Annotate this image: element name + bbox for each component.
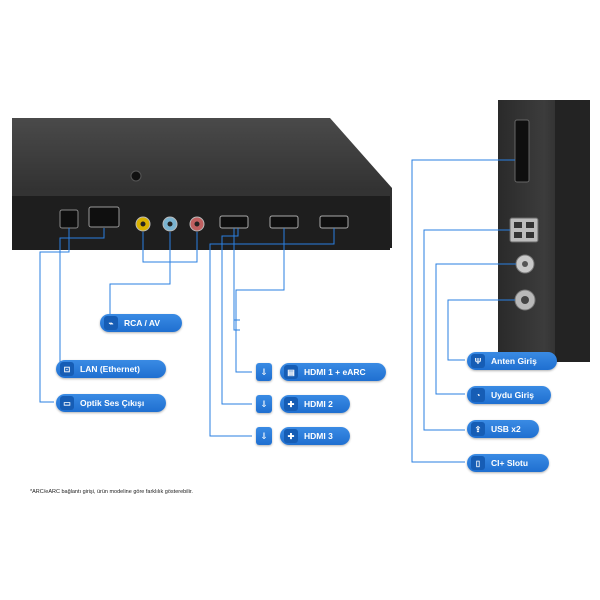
soundbar-icon: ▤ (284, 365, 298, 379)
label-rca: ⌁ RCA / AV (100, 314, 182, 332)
hdmi-cable-icon: ⇓ (256, 363, 272, 381)
hdmi-cable-icon: ⇓ (256, 427, 272, 445)
rca-plug-icon: ⌁ (104, 316, 118, 330)
screw-hole (130, 170, 142, 182)
usb-ports (509, 217, 539, 243)
hdmi3-port (319, 215, 349, 229)
label-anten: Ψ Anten Giriş (467, 352, 557, 370)
label-hdmi2: ✚ HDMI 2 (280, 395, 350, 413)
label-ci: ▯ CI+ Slotu (467, 454, 549, 472)
ethernet-icon: ⊡ (60, 362, 74, 376)
label-usb: ⇪ USB x2 (467, 420, 539, 438)
label-optik: ▭ Optik Ses Çıkışı (56, 394, 166, 412)
hdmi1-port (219, 215, 249, 229)
optical-icon: ▭ (60, 396, 74, 410)
lan-port (88, 206, 120, 228)
antenna-icon: Ψ (471, 354, 485, 368)
label-hdmi1: ▤ HDMI 1 + eARC (280, 363, 386, 381)
ci-card-icon: ▯ (471, 456, 485, 470)
gamepad-icon: ✚ (284, 429, 298, 443)
optical-port (59, 209, 79, 229)
label-uydu: ◔ Uydu Giriş (467, 386, 551, 404)
satellite-dish-icon: ◔ (471, 388, 485, 402)
label-hdmi3: ✚ HDMI 3 (280, 427, 350, 445)
connector-lines (39, 159, 516, 463)
footnote: *ARC/eARC bağlantı girişi, ürün modeline… (30, 489, 193, 495)
hdmi2-port (269, 215, 299, 229)
gamepad-icon: ✚ (284, 397, 298, 411)
ci-slot (514, 119, 530, 183)
usb-icon: ⇪ (471, 422, 485, 436)
label-lan: ⊡ LAN (Ethernet) (56, 360, 166, 378)
hdmi-cable-icon: ⇓ (256, 395, 272, 413)
